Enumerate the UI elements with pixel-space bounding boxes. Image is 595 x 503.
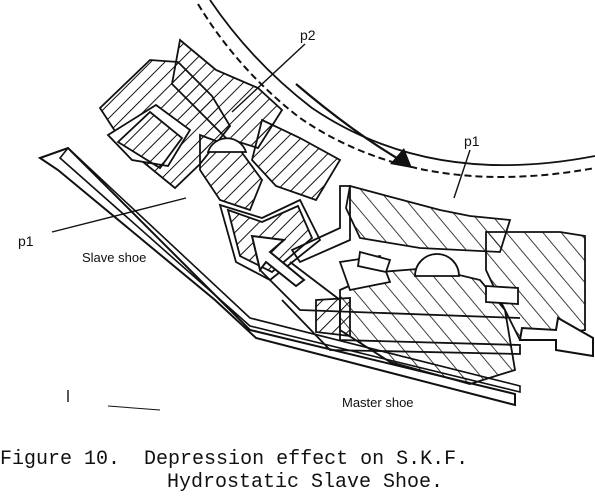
master-shoe-pads <box>315 184 586 385</box>
flow-arrow-icon <box>250 234 306 288</box>
label-p1-right: p1 <box>464 133 480 149</box>
label-p2: p2 <box>300 27 316 43</box>
caption-prefix: Figure 10. <box>0 448 121 471</box>
flow-arrow-icon <box>518 316 594 358</box>
master-shoe-body <box>37 146 521 407</box>
figure-caption: Figure 10. Depression effect on S.K.F.Hy… <box>0 448 595 494</box>
rotation-arrow-icon <box>295 83 412 168</box>
leader-lines <box>51 43 471 233</box>
piston-frame <box>259 185 521 355</box>
caption-line2: Hydrostatic Slave Shoe. <box>167 471 444 494</box>
base-line <box>107 405 161 411</box>
label-p1-left: p1 <box>18 233 34 249</box>
label-master-shoe: Master shoe <box>342 395 414 410</box>
journal-surface <box>197 0 595 178</box>
label-slave-shoe: Slave shoe <box>82 250 146 265</box>
caption-line1: Depression effect on S.K.F. <box>144 448 469 471</box>
